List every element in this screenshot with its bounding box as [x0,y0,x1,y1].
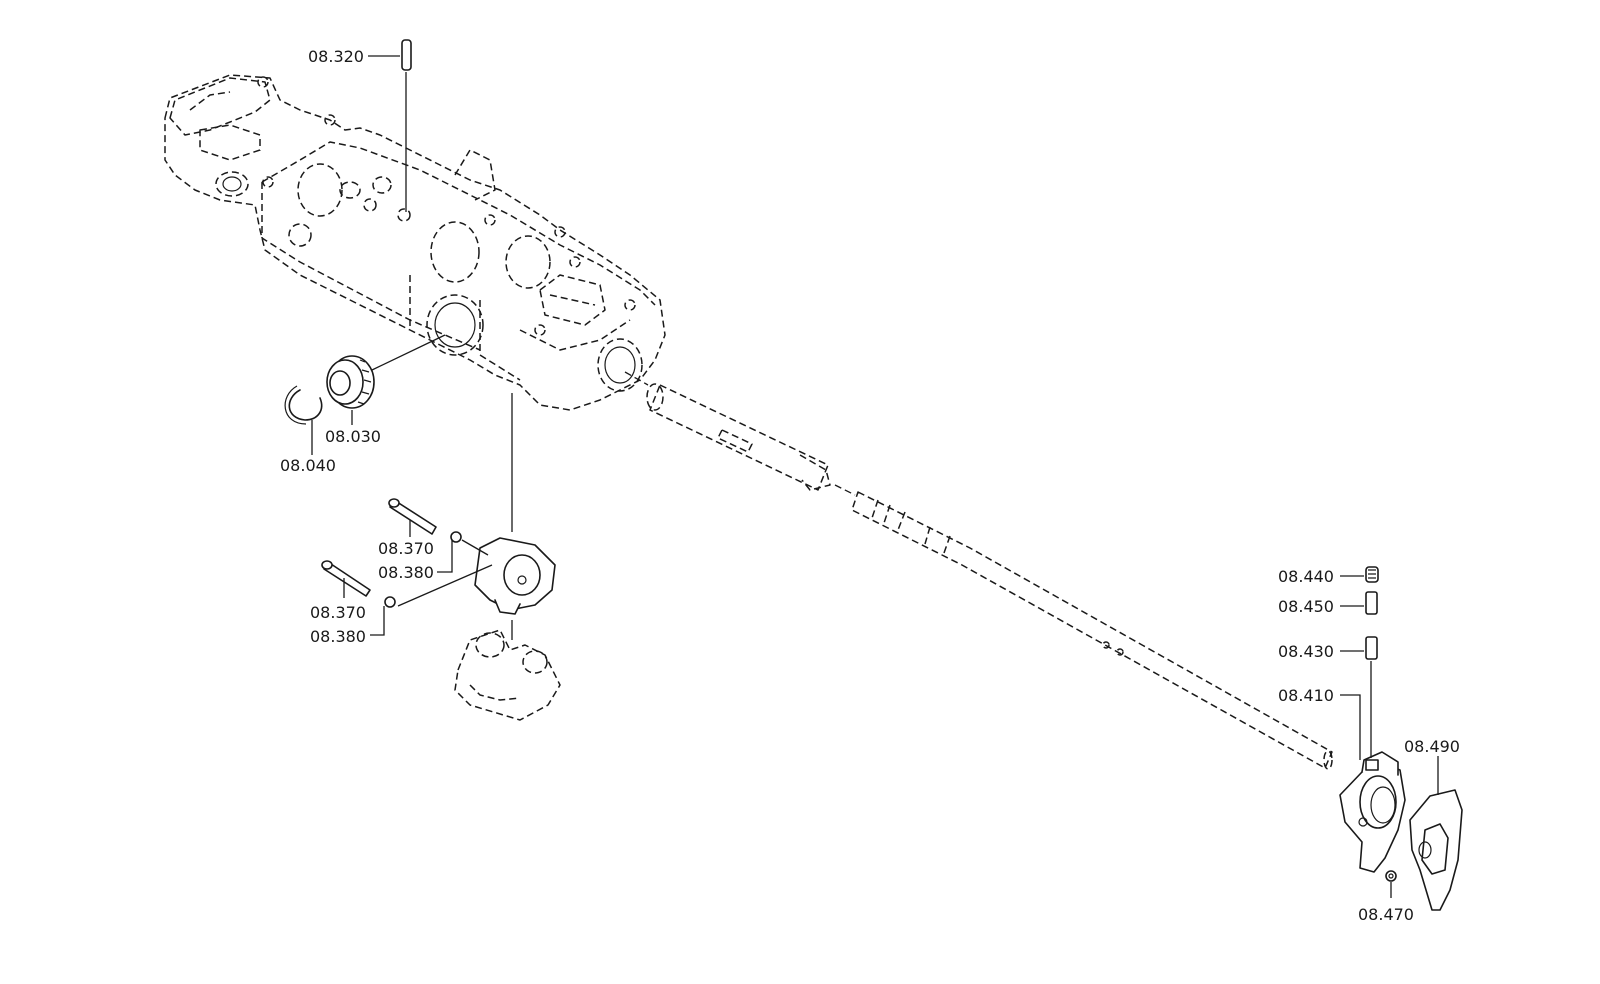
callout-08-030: 08.030 [325,427,381,446]
washer-08-380-lower [384,596,396,608]
assembly-line-pin-upper [461,539,489,556]
callout-08-040: 08.040 [280,456,336,475]
spacer-08-450 [1365,591,1378,615]
nut-08-440 [1365,566,1379,583]
shift-housing [164,74,666,411]
assembly-line-sleeve [624,371,649,386]
pin-08-370-upper [388,498,437,535]
sleeve-tube [646,383,831,491]
callout-08-450: 08.450 [1278,597,1334,616]
shift-fork-dashed [454,629,561,721]
washer-08-470 [1385,870,1397,882]
washer-08-380-upper [450,531,462,543]
snap-ring [284,385,323,425]
assembly-line-plug [371,334,446,371]
lever-plate [1409,789,1463,911]
assembly-line-shaft-start [834,484,856,496]
pin-08-370-lower [321,560,371,597]
callout-08-380-upper: 08.380 [378,563,434,582]
callout-08-410: 08.410 [1278,686,1334,705]
callout-leaders [311,55,1439,898]
assembly-line-pin-lower [397,564,493,607]
pin-08-320 [401,39,412,71]
callout-08-320: 08.320 [308,47,364,66]
callout-08-490: 08.490 [1404,737,1460,756]
callout-08-380-lower: 08.380 [310,627,366,646]
pin-08-430 [1365,636,1378,660]
callout-08-430: 08.430 [1278,642,1334,661]
callout-08-470: 08.470 [1358,905,1414,924]
shift-bracket [474,537,556,615]
shift-shaft [851,491,1333,770]
callout-08-440: 08.440 [1278,567,1334,586]
shift-lever [1339,751,1406,873]
threaded-plug [326,355,375,409]
callout-08-370-lower: 08.370 [310,603,366,622]
callout-08-370-upper: 08.370 [378,539,434,558]
